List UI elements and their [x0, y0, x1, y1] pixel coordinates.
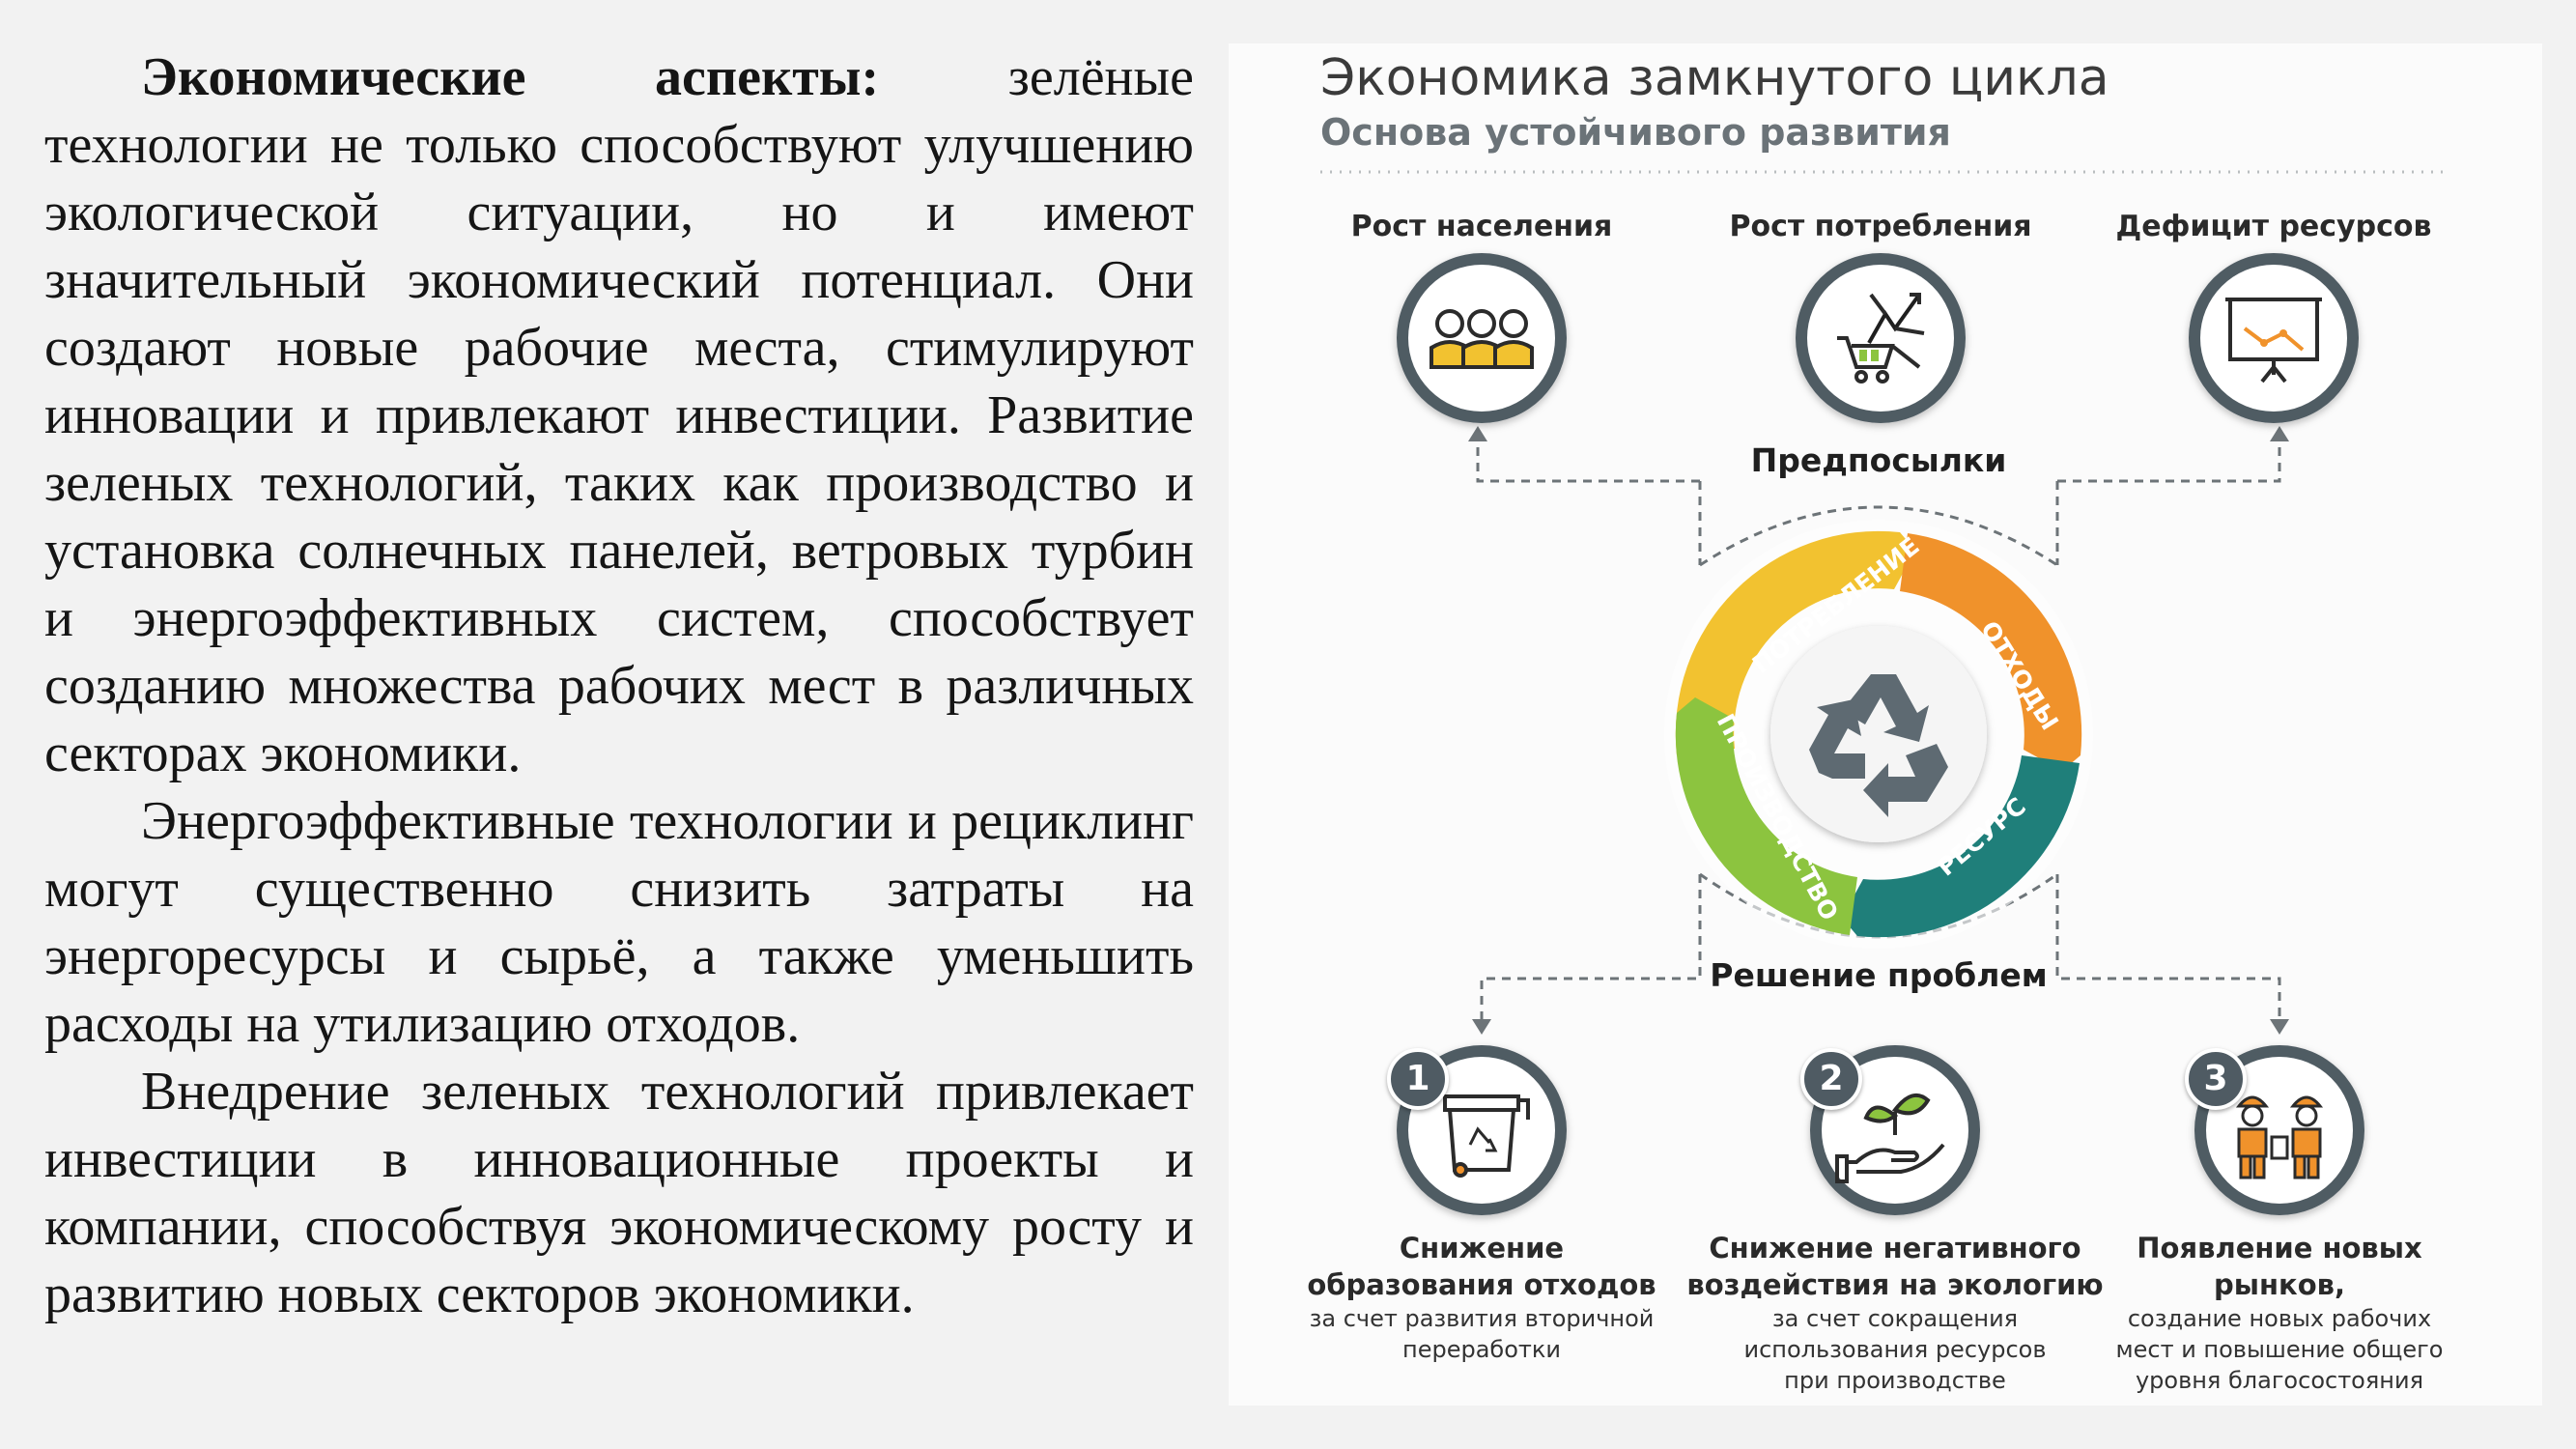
infographic-title: Экономика замкнутого цикла	[1320, 49, 2109, 107]
circular-economy-infographic: ПОТРЕБЛЕНИЕ ОТХОДЫ РЕСУРС ПРОИЗВОДСТВО	[1229, 43, 2542, 1406]
solution-desc-line: мест и повышение общего	[2115, 1336, 2444, 1363]
solution-title-line: Снижение	[1399, 1232, 1565, 1264]
cycle-segment-consumption	[1675, 530, 1915, 755]
top-circle-consumption	[1796, 253, 1966, 423]
solution-desc-line: уровня благосостояния	[2135, 1367, 2424, 1394]
solution-title-line: Снижение негативного	[1709, 1232, 2081, 1264]
solution-block-ecology: Снижение негативного воздействия на экол…	[1683, 1230, 2108, 1396]
people-icon	[1430, 309, 1534, 369]
recycle-bin-icon	[1443, 1094, 1530, 1178]
workers-icon	[2235, 1095, 2324, 1179]
label-solutions: Решение проблем	[1710, 956, 2048, 994]
label-consumption-growth: Рост потребления	[1729, 210, 2032, 243]
hand-sprout-icon	[1835, 1093, 1945, 1183]
badge-number-3: 3	[2185, 1048, 2247, 1110]
label-population-growth: Рост населения	[1350, 210, 1613, 243]
solution-desc-line: переработки	[1402, 1336, 1561, 1363]
paragraph-body: зелёные технологии не только способствую…	[44, 47, 1194, 783]
paragraph-economic-aspects: Экономические аспекты: зелёные технологи…	[44, 43, 1194, 787]
paragraph-heading: Экономические аспекты:	[141, 47, 880, 107]
solution-title-line: образования отходов	[1307, 1268, 1656, 1301]
solution-title-line: воздействия на экологию	[1686, 1268, 2104, 1301]
solution-desc-line: за счет сокращения	[1771, 1305, 2019, 1332]
solution-desc-line: за счет развития вторичной	[1309, 1305, 1655, 1332]
cycle-segment-production	[1675, 697, 1857, 935]
cycle-diagram: ПОТРЕБЛЕНИЕ ОТХОДЫ РЕСУРС ПРОИЗВОДСТВО	[1664, 520, 2093, 949]
label-prerequisites: Предпосылки	[1750, 441, 2007, 479]
badge-number-1: 1	[1387, 1048, 1449, 1110]
recycle-icon	[1809, 674, 1948, 817]
label-resource-deficit: Дефицит ресурсов	[2115, 210, 2432, 243]
cycle-segment-resource	[1842, 755, 2080, 938]
article-text: Экономические аспекты: зелёные технологи…	[44, 43, 1194, 1328]
solution-desc-line: создание новых рабочих	[2127, 1305, 2432, 1332]
presentation-chart-icon	[2225, 298, 2322, 384]
solution-title-line: Появление новых	[2137, 1232, 2422, 1264]
shopping-cart-growth-icon	[1837, 293, 1925, 384]
infographic-subtitle: Основа устойчивого развития	[1320, 111, 1951, 154]
infographic-graphics: ПОТРЕБЛЕНИЕ ОТХОДЫ РЕСУРС ПРОИЗВОДСТВО	[1320, 170, 2446, 1215]
connector-arrowheads	[1468, 426, 2289, 1035]
badge-number-2: 2	[1800, 1048, 1862, 1110]
solution-block-markets: Появление новых рынков, создание новых р…	[2067, 1230, 2492, 1396]
solution-desc-line: использования ресурсов	[1743, 1336, 2047, 1363]
cycle-segment-waste	[1900, 533, 2082, 771]
solution-desc-line: при производстве	[1784, 1367, 2006, 1394]
paragraph-energy-efficiency: Энергоэффективные технологии и рециклинг…	[44, 791, 1194, 1054]
paragraph-investments: Внедрение зеленых технологий привлекает …	[44, 1062, 1194, 1324]
solution-title-line: рынков,	[2214, 1268, 2345, 1301]
solution-block-waste: Снижение образования отходов за счет раз…	[1269, 1230, 1694, 1365]
